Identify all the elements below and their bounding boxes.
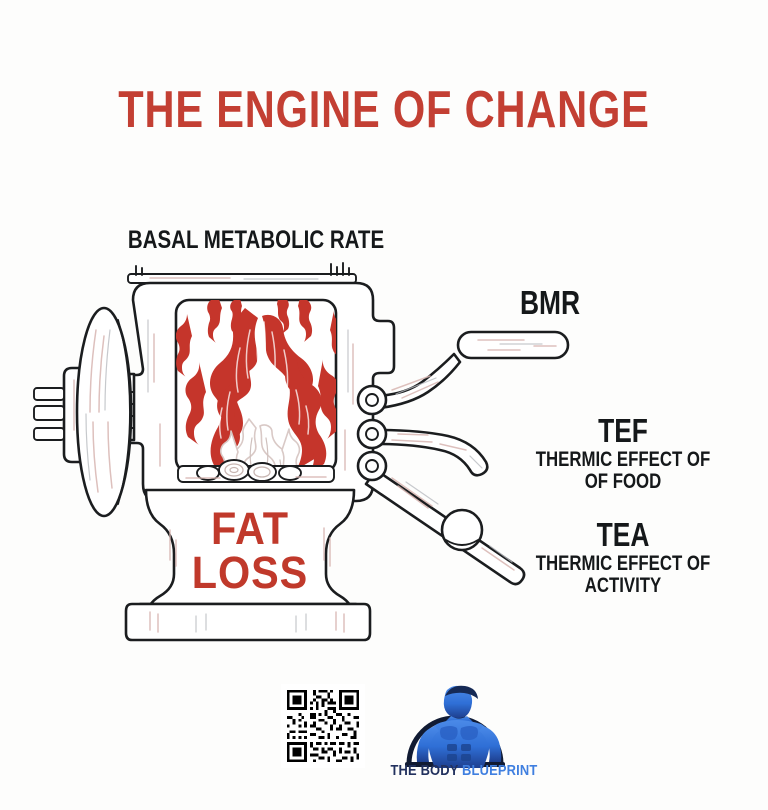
lever-bmr[interactable] (356, 330, 570, 416)
page-title: THE ENGINE OF CHANGE (118, 81, 650, 139)
basal-metabolic-rate-label: BASAL METABOLIC RATE (127, 226, 385, 254)
brand-logo (405, 685, 505, 768)
brand-name-part-1: THE BODY (390, 762, 463, 779)
lever-tea[interactable] (356, 450, 526, 586)
fat-loss-line-1: FAT (211, 503, 289, 554)
label-tef-full-line-1: THERMIC EFFECT OF (535, 447, 711, 471)
label-tef: TEF THERMIC EFFECT OF OF FOOD (507, 414, 739, 493)
engine-base (124, 488, 372, 642)
fat-loss-text: FAT LOSS (158, 503, 342, 599)
lever-tef[interactable] (356, 418, 489, 477)
label-tef-abbr: TEF (598, 412, 648, 449)
flame-shape (176, 300, 336, 472)
label-bmr-abbr: BMR (519, 284, 581, 321)
label-tea-full-line-2: ACTIVITY (584, 574, 662, 598)
label-tea: TEA THERMIC EFFECT OF ACTIVITY (507, 518, 739, 597)
label-tea-abbr: TEA (596, 516, 650, 553)
engine-flywheel (33, 306, 136, 518)
brand-name-part-2: BLUEPRINT (462, 762, 538, 779)
qr-code[interactable] (281, 684, 365, 768)
label-bmr: BMR (454, 286, 646, 320)
fat-loss-line-2: LOSS (191, 547, 309, 599)
engine-top-rail (127, 262, 357, 284)
brand-name: THE BODY BLUEPRINT (390, 762, 538, 779)
label-tef-full-line-2: OF FOOD (584, 470, 662, 494)
label-tea-full-line-1: THERMIC EFFECT OF (535, 551, 711, 575)
engine-firebox (174, 298, 338, 483)
firewood-logs (177, 459, 335, 483)
